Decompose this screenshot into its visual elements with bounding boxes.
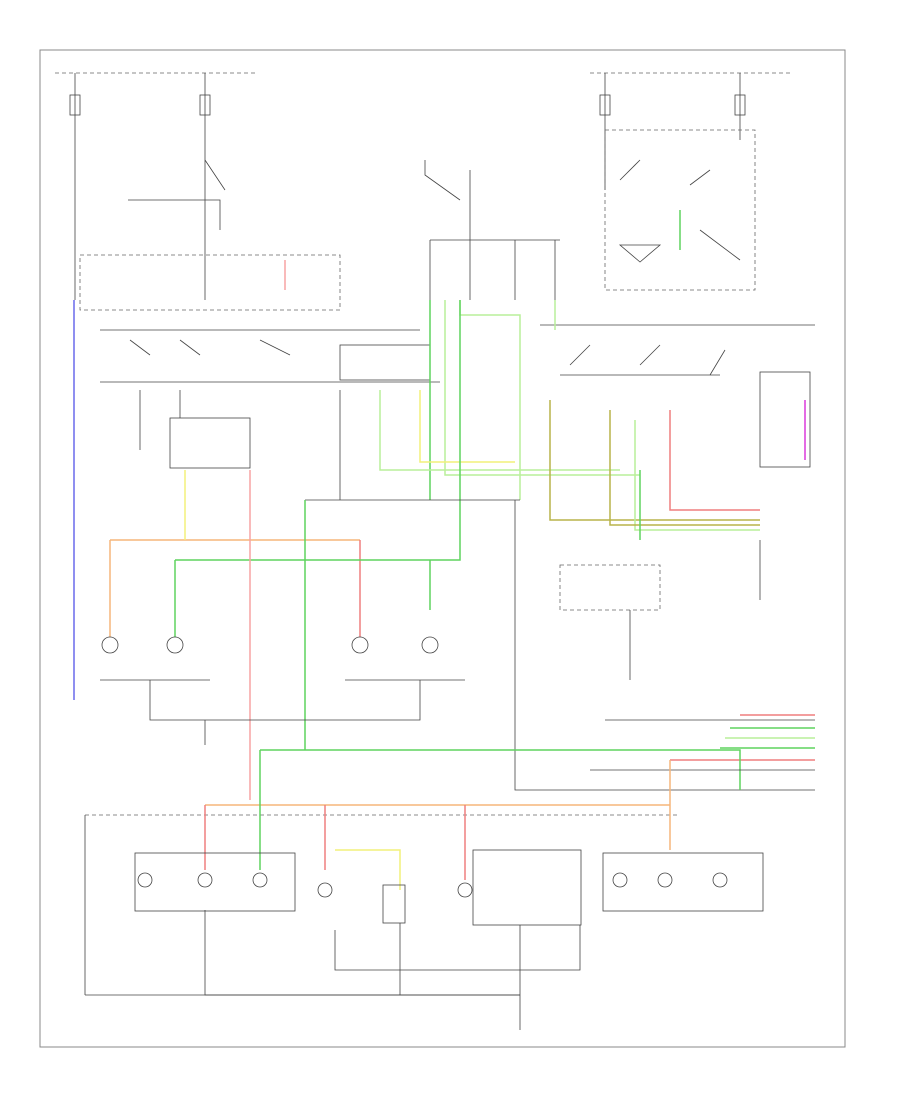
- diagram-frame: [39, 49, 846, 1048]
- right-upper-lamp: [759, 371, 811, 468]
- lamp-control-module: [139, 344, 431, 469]
- middle-bus: [109, 300, 520, 800]
- front-lamp-row: [100, 636, 465, 745]
- center-relay: [424, 160, 560, 300]
- top-power-buses: [55, 72, 790, 300]
- right-bus-wires: [549, 400, 761, 600]
- upper-colored-wires: [284, 210, 681, 500]
- right-relay-box: [540, 129, 815, 376]
- license-lamp-box: [559, 564, 661, 611]
- headlight-switch: [79, 159, 440, 383]
- trailer-connector-wires: [260, 500, 815, 791]
- rear-bus: [85, 750, 680, 890]
- rear-lamp-boxes: [84, 815, 764, 1030]
